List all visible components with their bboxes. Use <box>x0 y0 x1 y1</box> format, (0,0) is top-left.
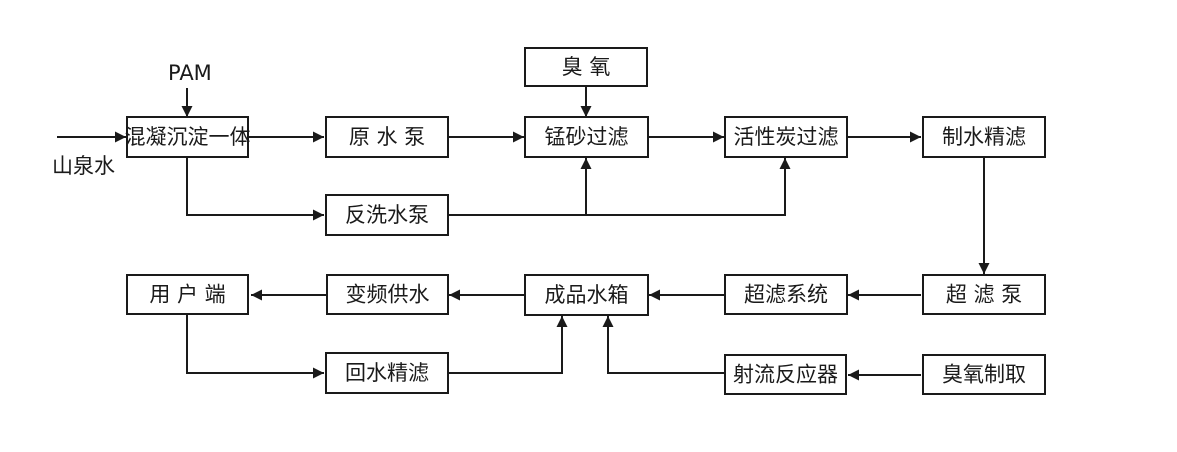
node-label: 反洗水泵 <box>345 203 429 227</box>
node-label: 锰砂过滤 <box>545 125 629 149</box>
node-label: 超滤系统 <box>744 283 828 307</box>
edges <box>57 86 990 381</box>
node-label: 活性炭过滤 <box>734 125 839 149</box>
node-return-water-filter: 回水精滤 <box>325 352 449 394</box>
node-jet-reactor: 射流反应器 <box>724 354 847 395</box>
node-backwash-pump: 反洗水泵 <box>325 194 449 236</box>
node-raw-water-pump: 原 水 泵 <box>325 116 449 158</box>
node-ozone-generation: 臭氧制取 <box>922 354 1046 395</box>
node-activated-carbon-filter: 活性炭过滤 <box>724 116 848 158</box>
node-label: 超 滤 泵 <box>946 283 1022 307</box>
node-ultrafiltration-pump: 超 滤 泵 <box>922 274 1046 315</box>
node-ozone-top: 臭 氧 <box>524 47 648 87</box>
node-label: 制水精滤 <box>942 125 1026 149</box>
node-fine-filter: 制水精滤 <box>922 116 1046 158</box>
label-source-water: 山泉水 <box>52 154 115 178</box>
node-label: 臭 氧 <box>562 55 611 79</box>
node-label: 射流反应器 <box>733 363 838 387</box>
edge-reactor-to-product-tank <box>602 316 724 374</box>
node-manganese-sand-filter: 锰砂过滤 <box>524 116 649 158</box>
node-label: 成品水箱 <box>545 283 629 307</box>
edge-mix-to-backwash-pump <box>186 157 324 221</box>
node-product-water-tank: 成品水箱 <box>524 274 649 316</box>
node-label: 混凝沉淀一体 <box>125 125 251 149</box>
node-label: 变频供水 <box>346 283 430 307</box>
edge-return-filter-to-product-tank <box>448 316 568 374</box>
edge-backwash-main <box>448 158 791 216</box>
node-label: 用 户 端 <box>149 283 225 307</box>
node-variable-frequency-supply: 变频供水 <box>326 274 449 315</box>
node-label: 臭氧制取 <box>942 363 1026 387</box>
node-user-end: 用 户 端 <box>126 274 249 315</box>
node-coagulation-settling: 混凝沉淀一体 <box>125 116 251 158</box>
node-ultrafiltration-system: 超滤系统 <box>724 274 848 315</box>
node-label: 回水精滤 <box>345 361 429 385</box>
node-label: 原 水 泵 <box>349 125 425 149</box>
edge-user-to-return-filter <box>186 314 324 379</box>
label-pam: PAM <box>168 61 212 85</box>
